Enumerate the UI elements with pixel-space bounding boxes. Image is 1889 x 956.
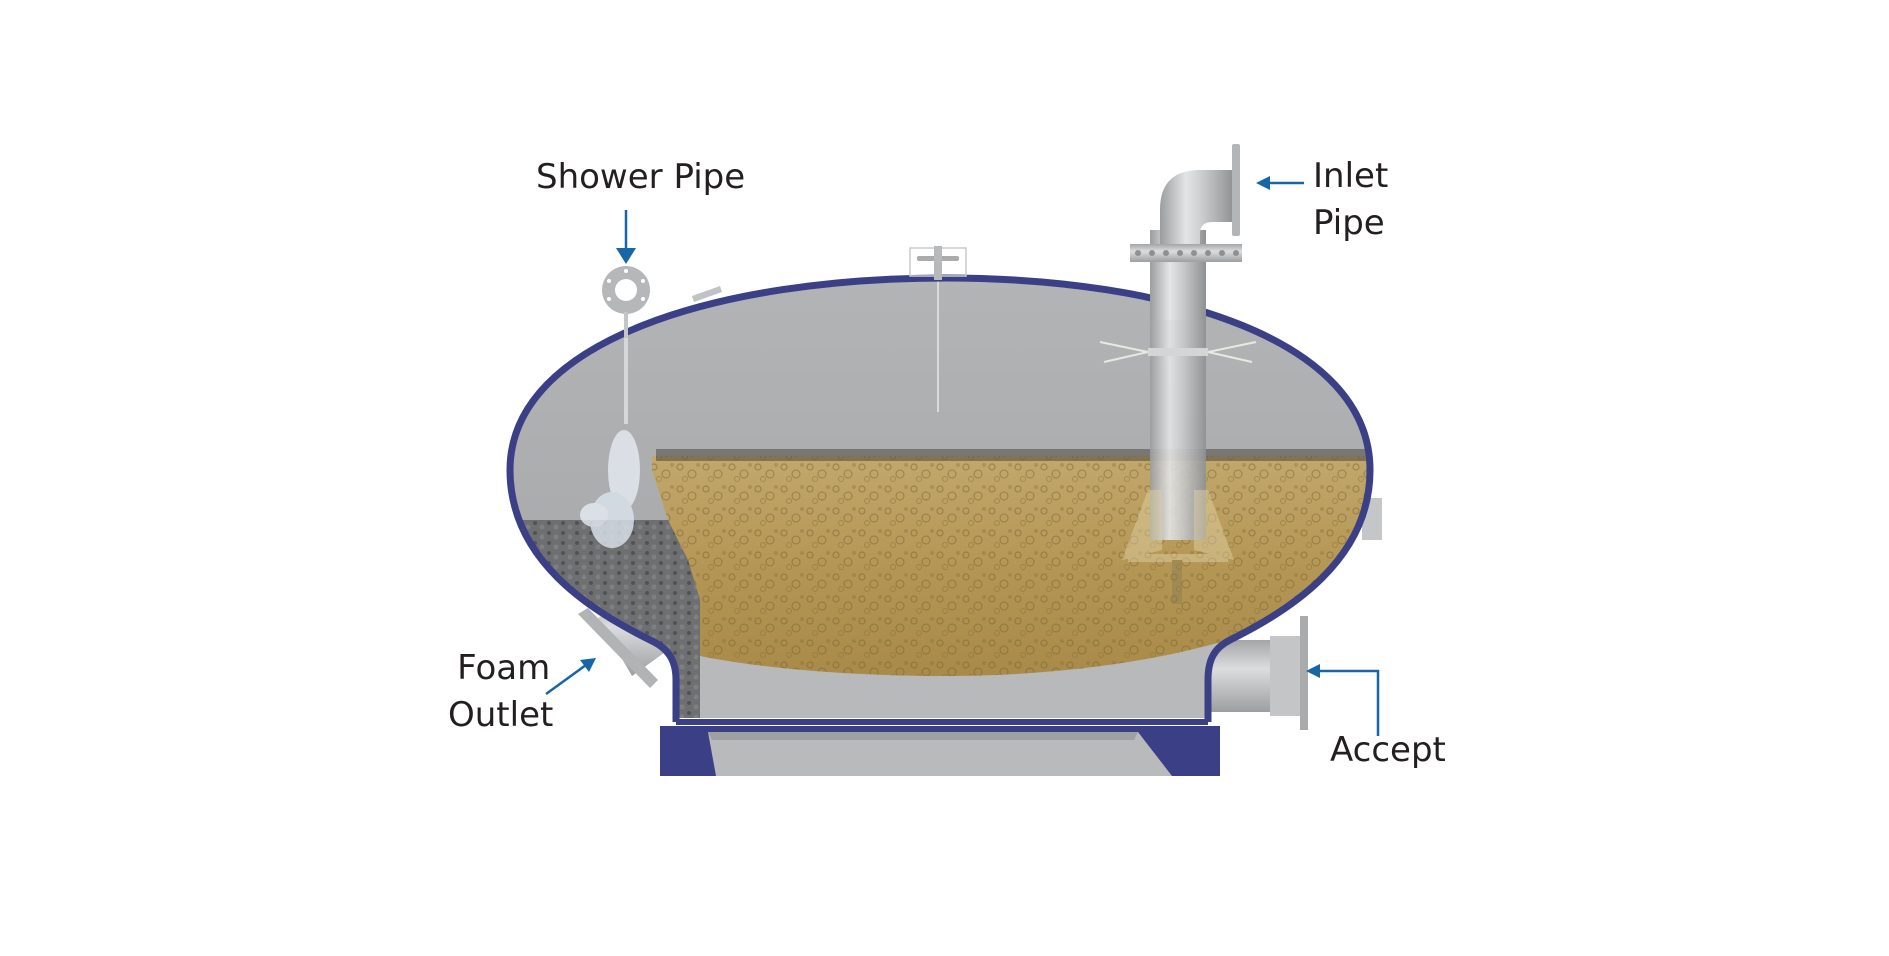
tank-base <box>660 726 1220 776</box>
foam-outlet-label-line1: Foam <box>457 648 551 688</box>
agitator <box>1122 490 1234 604</box>
top-handle <box>692 286 722 302</box>
inlet-pipe-label-line2: Pipe <box>1313 203 1385 243</box>
accept-label-text: Accept <box>1330 730 1446 770</box>
shower-pipe-label-text: Shower Pipe <box>536 157 746 197</box>
level-probe-head <box>909 246 967 280</box>
shower-pipe-arrow <box>616 210 636 264</box>
foam-outlet-label: Foam Outlet <box>448 645 553 739</box>
shower-spray <box>580 430 640 548</box>
inlet-pipe-label-line1: Inlet <box>1313 156 1389 196</box>
foam-outlet-label-line2: Outlet <box>448 695 554 735</box>
shower-pipe-flange <box>602 266 650 338</box>
inlet-spray <box>1099 341 1257 363</box>
accept-arrow <box>1306 664 1380 736</box>
accept-label: Accept <box>1330 727 1446 774</box>
inlet-pipe <box>1130 144 1242 320</box>
inlet-pipe-label: Inlet Pipe <box>1313 153 1388 247</box>
inlet-pipe-arrow <box>1256 176 1304 190</box>
accept-nozzle <box>1210 616 1308 730</box>
shower-pipe-label: Shower Pipe <box>536 154 745 201</box>
foam-outlet-arrow <box>545 658 596 696</box>
